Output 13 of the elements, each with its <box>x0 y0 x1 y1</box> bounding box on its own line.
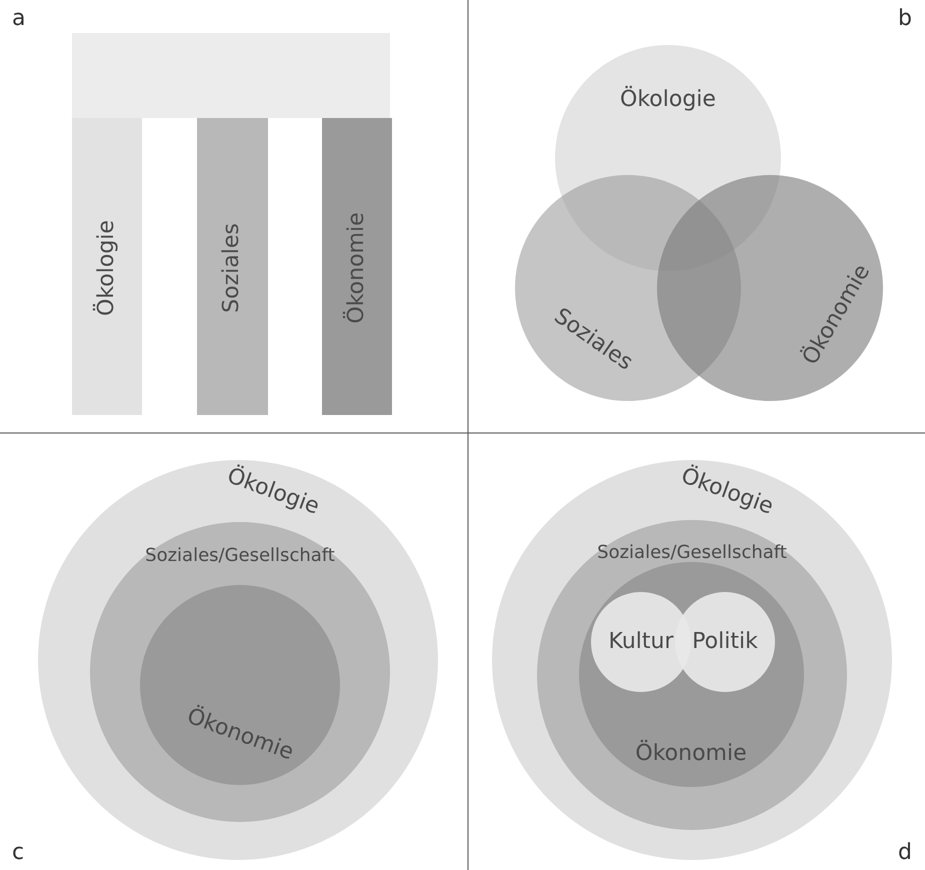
area-label: Politik <box>692 631 758 653</box>
area-label: Kultur <box>608 631 674 653</box>
pillar-bar <box>197 118 268 415</box>
panel-letter: d <box>898 842 912 864</box>
panel-letter: c <box>12 842 24 864</box>
panel-letter: b <box>898 8 912 30</box>
roof-bar <box>72 33 390 118</box>
pillar-bar <box>322 118 392 415</box>
area-label: Soziales/Gesellschaft <box>145 547 335 565</box>
area-label: Soziales <box>221 223 243 313</box>
area-label: Soziales/Gesellschaft <box>597 544 787 562</box>
pillar-bar <box>72 118 142 415</box>
panel-letter: a <box>12 8 26 30</box>
